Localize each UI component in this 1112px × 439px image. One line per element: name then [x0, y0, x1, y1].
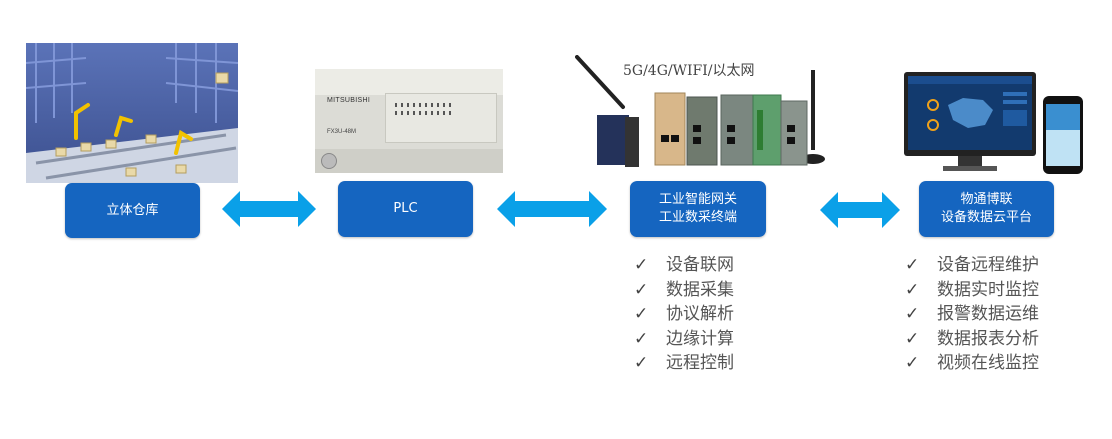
check-icon: ✓ — [905, 304, 920, 324]
check-icon: ✓ — [634, 255, 649, 275]
warehouse-node: 立体仓库 — [65, 183, 200, 238]
check-icon: ✓ — [634, 304, 649, 324]
gateway-node-line1: 工业智能网关 — [658, 192, 737, 207]
cloud-node-line1: 物通博联 — [960, 192, 1013, 207]
list-item: ✓数据实时监控 — [905, 278, 1039, 303]
cloud-platform-image — [903, 70, 1086, 176]
gateway-devices-image — [575, 55, 825, 173]
check-icon: ✓ — [905, 255, 920, 275]
plc-model-text: FX3U-48M — [327, 129, 357, 135]
list-item: ✓协议解析 — [634, 302, 734, 327]
warehouse-plc-arrow — [222, 191, 316, 227]
list-item: ✓设备联网 — [634, 253, 734, 278]
plc-gateway-arrow — [497, 191, 607, 227]
gateway-node: 工业智能网关 工业数采终端 — [630, 181, 766, 237]
plc-image: MITSUBISHI FX3U-48M — [315, 69, 503, 173]
list-item: ✓视频在线监控 — [905, 351, 1039, 376]
plc-node-label: PLC — [393, 201, 418, 216]
gateway-node-line2: 工业数采终端 — [658, 210, 737, 225]
network-label: 5G/4G/WIFI/以太网 — [623, 63, 755, 79]
cloud-node: 物通博联 设备数据云平台 — [919, 181, 1054, 237]
cloud-node-line2: 设备数据云平台 — [940, 210, 1032, 225]
warehouse-image — [26, 43, 238, 183]
list-item: ✓边缘计算 — [634, 327, 734, 352]
check-icon: ✓ — [634, 279, 649, 300]
gateway-cloud-arrow — [820, 192, 900, 228]
list-item: ✓设备远程维护 — [905, 253, 1039, 278]
warehouse-node-label: 立体仓库 — [106, 202, 159, 218]
cloud-feature-list: ✓设备远程维护 ✓数据实时监控 ✓报警数据运维 ✓数据报表分析 ✓视频在线监控 — [905, 253, 1039, 376]
list-item: ✓报警数据运维 — [905, 302, 1039, 327]
check-icon: ✓ — [905, 328, 920, 349]
plc-brand-text: MITSUBISHI — [327, 97, 371, 104]
check-icon: ✓ — [634, 328, 649, 349]
list-item: ✓远程控制 — [634, 351, 734, 376]
plc-node: PLC — [338, 181, 473, 237]
gateway-feature-list: ✓设备联网 ✓数据采集 ✓协议解析 ✓边缘计算 ✓远程控制 — [634, 253, 734, 376]
check-icon: ✓ — [634, 353, 649, 373]
list-item: ✓数据报表分析 — [905, 327, 1039, 352]
check-icon: ✓ — [905, 279, 920, 300]
check-icon: ✓ — [905, 353, 920, 373]
list-item: ✓数据采集 — [634, 278, 734, 303]
